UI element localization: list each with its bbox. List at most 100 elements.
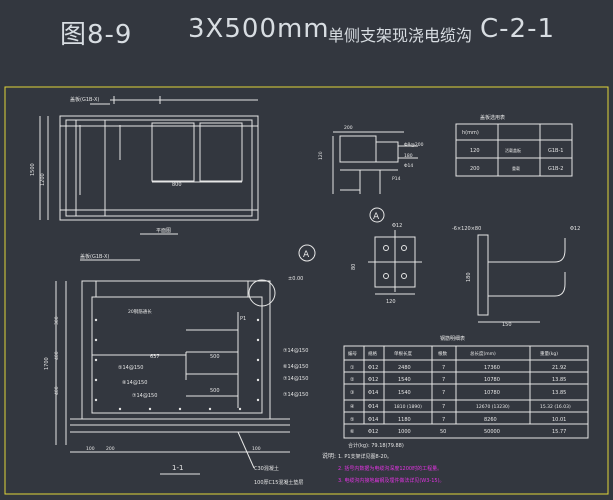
- section-dim-637: 637: [150, 354, 160, 360]
- rebar-th-length: 单根长度: [394, 350, 412, 357]
- svg-text:③: ③: [350, 390, 354, 396]
- plan-dim-800: 800: [172, 182, 182, 188]
- rebar-th-spec: 规格: [368, 350, 377, 357]
- section-view: 盖板(G1B-X) A ±0.00 P1 20钢筋通长 637 500 500 …: [44, 244, 316, 486]
- rebar-table: 钢筋明细表 编号 规格 单根长度 根数 总长度(mm) 重量(kg) ① Φ12…: [343, 335, 589, 449]
- svg-text:Φ14: Φ14: [368, 404, 378, 410]
- svg-text:Φ14: Φ14: [368, 417, 378, 423]
- base-note-1: C30混凝土: [254, 465, 279, 472]
- svg-text:8260: 8260: [484, 417, 497, 423]
- section-dim-bottom-3: 100: [252, 446, 261, 452]
- rebar-th-weight: 重量(kg): [540, 350, 558, 357]
- detail-plate-label: -6×120×80: [452, 226, 481, 232]
- figure-number: 图8-9: [60, 20, 133, 50]
- note-1: 1. P1支架详见图8-20。: [338, 453, 392, 460]
- svg-text:13.85: 13.85: [552, 390, 566, 396]
- rebar-row-3: ③ Φ14 1540 7 10780 13.85: [350, 390, 566, 396]
- section-dim-total: 1700: [44, 357, 50, 370]
- svg-text:⑤: ⑤: [350, 417, 354, 423]
- note-2: 2. 括号内数据为电缆沟深度1200时的工程量。: [338, 465, 442, 472]
- svg-text:21.92: 21.92: [552, 365, 566, 371]
- detail-dim-150: 150: [502, 322, 512, 328]
- plan-dim-1500: 1500: [30, 163, 36, 176]
- plan-cover-label: 盖板(G1B-X): [70, 96, 99, 103]
- rebar-label-7: ⑦14@150: [283, 392, 308, 398]
- svg-text:Φ12: Φ12: [368, 377, 378, 383]
- rebar-label-6: ⑦14@150: [132, 393, 157, 399]
- rebar-label-3: ⑥14@150: [283, 364, 308, 370]
- rebar-row-5: ⑤ Φ14 1180 7 8260 10.01: [350, 417, 566, 423]
- cover-row-1-code: G1B-1: [548, 148, 563, 154]
- svg-text:2480: 2480: [398, 365, 411, 371]
- svg-text:50: 50: [440, 429, 446, 435]
- svg-text:7: 7: [442, 390, 445, 396]
- trench-size: 3X500mm: [188, 14, 330, 44]
- svg-text:1180: 1180: [398, 417, 411, 423]
- section-detail-marker: A: [303, 250, 310, 260]
- section-bracket-label: P1: [240, 316, 246, 322]
- trench-name: 单侧支架现浇电缆沟: [328, 26, 473, 45]
- section-note-rebar: 20钢筋通长: [128, 308, 152, 315]
- notes-heading: 说明:: [322, 452, 336, 460]
- plan-dim-1200: 1200: [40, 173, 46, 186]
- svg-text:17360: 17360: [484, 365, 500, 371]
- svg-text:1810 (1890): 1810 (1890): [394, 404, 422, 410]
- rebar-label-5: ⑧14@150: [122, 380, 147, 386]
- cover-table-header: h(mm): [462, 130, 479, 136]
- note-3: 3. 电缆沟内接地扁钢及埋件做法详见(W3-15)。: [338, 477, 445, 484]
- rebar-row-6: ⑥ Φ12 1000 50 50000 15.77: [350, 429, 566, 435]
- svg-text:10780: 10780: [484, 390, 500, 396]
- edge-detail: 120 200 Φ8@200 180 Φ14 P14: [318, 125, 424, 194]
- rebar-label-4: ⑦14@150: [283, 376, 308, 382]
- edge-dim-180: 180: [404, 153, 413, 159]
- section-dim-left-3: 400: [54, 386, 60, 395]
- rebar-label-2: ⑦14@150: [283, 348, 308, 354]
- section-view-label: 1-1: [172, 464, 183, 472]
- svg-text:7: 7: [442, 404, 445, 410]
- svg-text:12670 (13230): 12670 (13230): [476, 404, 510, 410]
- svg-text:50000: 50000: [484, 429, 500, 435]
- edge-rebar: P14: [392, 176, 401, 182]
- drawing-title: 图8-9 3X500mm 单侧支架现浇电缆沟 C-2-1: [60, 14, 600, 50]
- rebar-th-no: 编号: [348, 350, 357, 357]
- section-level: ±0.00: [288, 276, 303, 282]
- svg-text:1540: 1540: [398, 390, 411, 396]
- edge-label-rebar: Φ8@200: [404, 142, 424, 148]
- svg-text:Φ12: Φ12: [368, 429, 378, 435]
- svg-text:7: 7: [442, 365, 445, 371]
- section-dim-500-b: 500: [210, 388, 220, 394]
- plan-view: 盖板(G1B-X) 800 1500 1200 平面图: [30, 96, 259, 235]
- rebar-dots: [94, 318, 260, 411]
- rebar-th-count: 根数: [438, 350, 447, 357]
- svg-text:7: 7: [442, 377, 445, 383]
- svg-text:Φ12: Φ12: [368, 365, 378, 371]
- section-dim-bottom-2: 200: [106, 446, 115, 452]
- svg-text:10.01: 10.01: [552, 417, 566, 423]
- rebar-row-1: ① Φ12 2480 7 17360 21.92: [350, 365, 566, 371]
- cover-row-2-h: 200: [470, 166, 480, 172]
- svg-text:④: ④: [350, 404, 355, 410]
- rebar-th-total: 总长度(mm): [470, 350, 496, 357]
- edge-label-bar: Φ14: [404, 163, 413, 169]
- cover-row-1-h: 120: [470, 148, 480, 154]
- rebar-label-1: ⑤14@150: [118, 365, 143, 371]
- svg-text:1540: 1540: [398, 377, 411, 383]
- edge-dim-200: 200: [344, 125, 353, 131]
- section-dim-left-2: 400: [54, 351, 60, 360]
- svg-text:②: ②: [350, 377, 355, 383]
- svg-text:15.77: 15.77: [552, 429, 566, 435]
- svg-text:⑥: ⑥: [350, 429, 355, 435]
- cover-table: 盖板选用表 h(mm) 120 活载盖板 G1B-1 200 重载 G1B-2: [455, 114, 573, 177]
- section-dim-left-1: 300: [54, 316, 60, 325]
- rebar-row-2: ② Φ12 1540 7 10780 13.85: [350, 377, 566, 383]
- edge-dim-120: 120: [318, 151, 324, 160]
- drawing-code: C-2-1: [480, 14, 556, 44]
- detail-a-marker: A: [373, 212, 380, 222]
- detail-a-dim-80: 80: [351, 264, 357, 270]
- svg-text:7: 7: [442, 417, 445, 423]
- sheet-border: [4, 86, 609, 495]
- svg-text:①: ①: [350, 365, 355, 371]
- rebar-table-total: 合计(kg): 79.18(79.88): [348, 442, 404, 449]
- section-dim-bottom-1: 100: [86, 446, 95, 452]
